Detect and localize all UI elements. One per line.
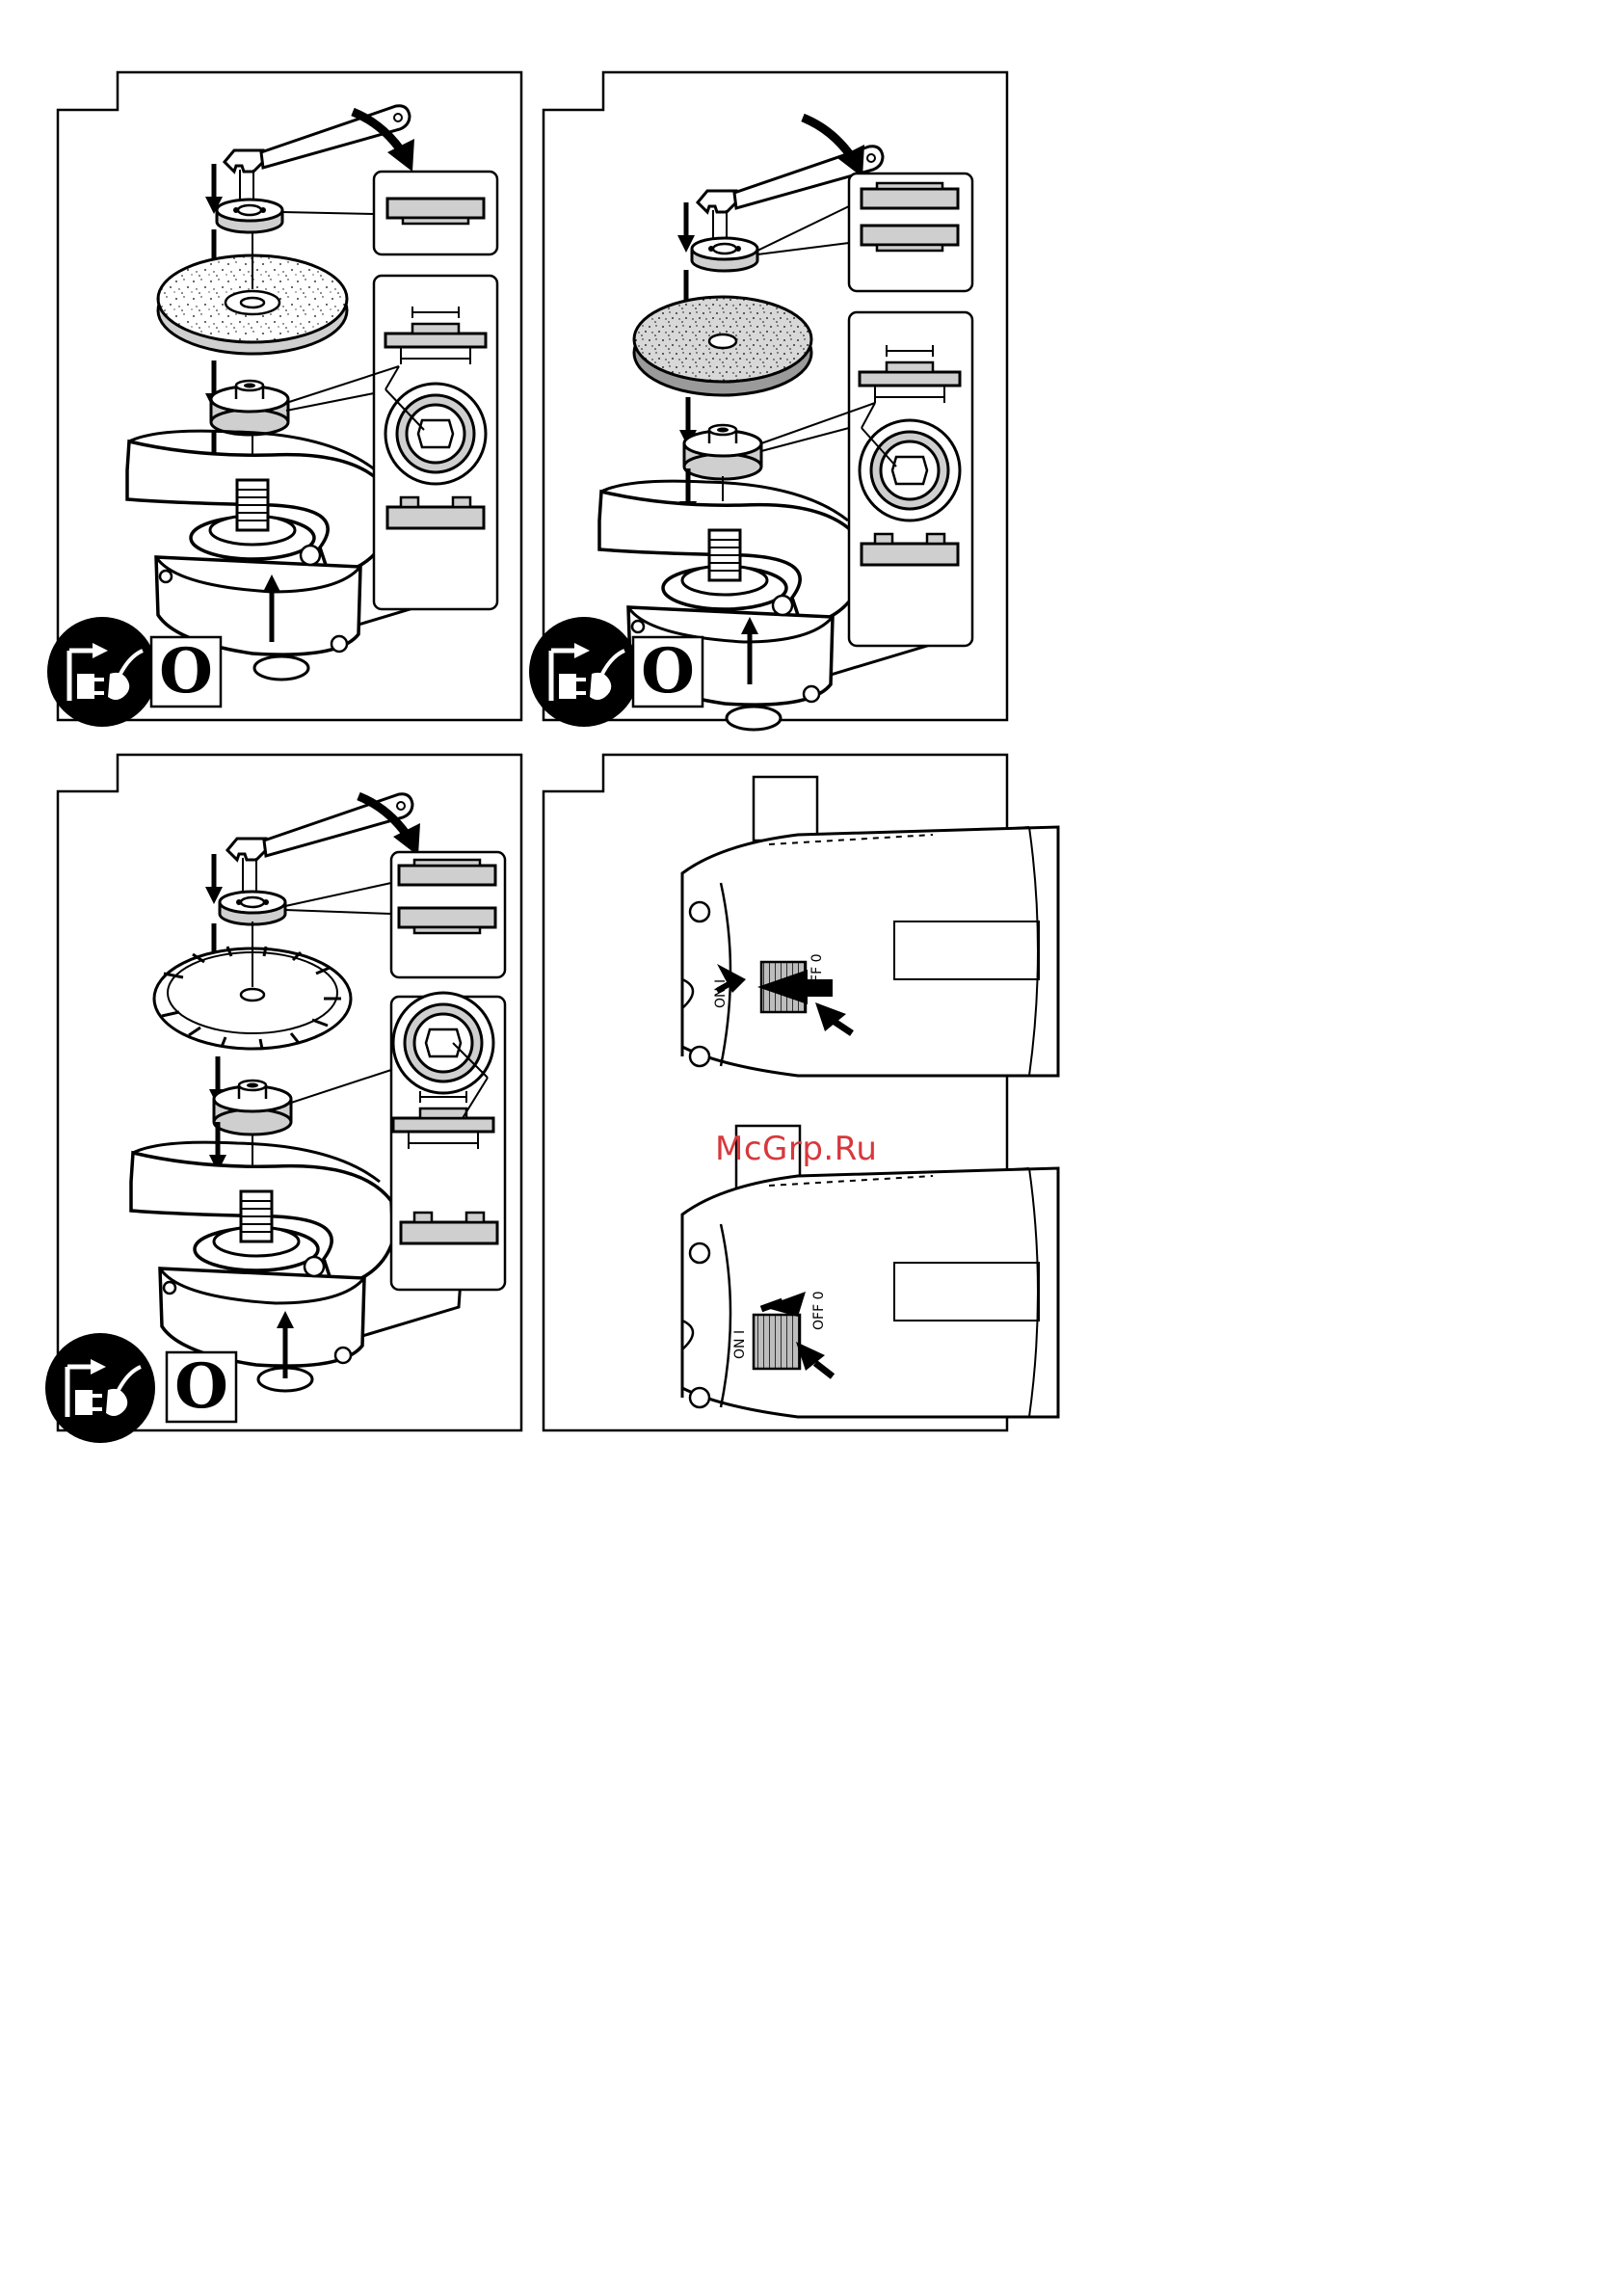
symbol-o-panel-3: O xyxy=(167,1352,236,1422)
switch-off-label-bottom: OFF 0 xyxy=(811,1292,827,1330)
symbol-o-panel-2: O xyxy=(633,637,703,707)
panel-guard-grinding-disc xyxy=(529,72,1007,730)
symbol-o-panel-1: O xyxy=(151,637,221,707)
watermark: McGrp.Ru xyxy=(715,1130,917,1168)
switch-on-label-top: ON I xyxy=(713,979,729,1008)
unplug-icon xyxy=(529,617,639,727)
panel-guard-diamond-blade xyxy=(45,755,521,1443)
switch-on-label-bottom: ON I xyxy=(732,1330,748,1359)
unplug-icon xyxy=(47,617,157,727)
panel-switch-operation xyxy=(544,755,1058,1430)
panel-guard-flat-disc xyxy=(47,72,521,727)
switch-off-label-top: OFF 0 xyxy=(809,954,825,993)
unplug-icon xyxy=(45,1333,155,1443)
